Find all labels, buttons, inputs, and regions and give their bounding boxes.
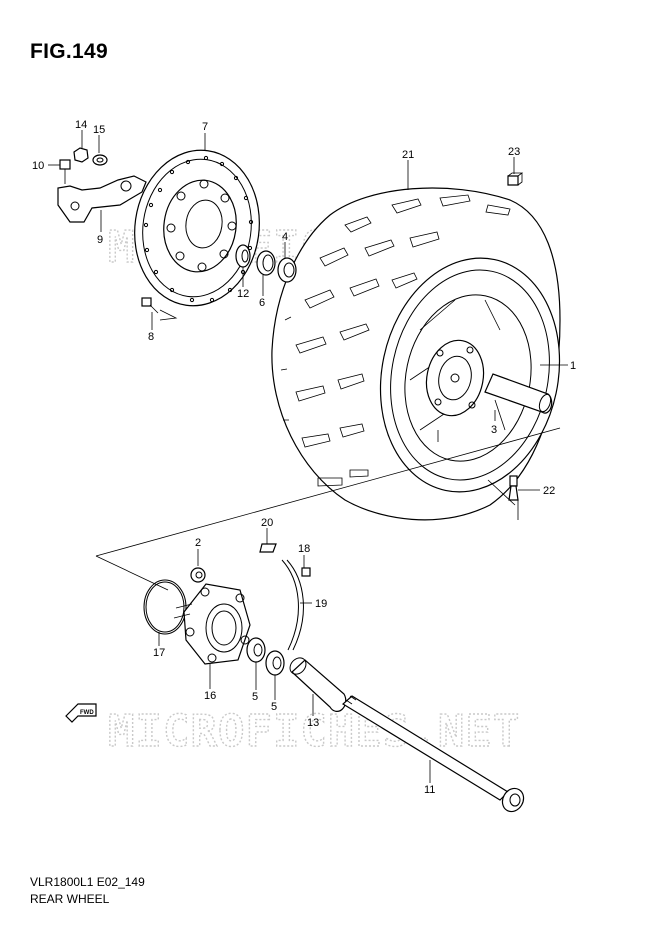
callout-6: 6 [259, 297, 265, 309]
tread-pattern [280, 194, 511, 487]
callout-8: 8 [148, 331, 154, 343]
callout-10: 10 [32, 160, 44, 172]
bearing-4 [277, 257, 297, 283]
callout-17: 17 [153, 647, 165, 659]
bolt-8 [141, 297, 159, 314]
washer-15 [92, 154, 108, 166]
callout-18: 18 [298, 543, 310, 555]
callout-4: 4 [282, 231, 288, 243]
callout-23: 23 [508, 146, 520, 158]
explode-lines [95, 309, 561, 591]
oil-seal-6 [256, 250, 276, 276]
nut-14 [73, 147, 89, 163]
bearing-5a [246, 637, 266, 663]
callout-labels: 1 2 3 4 5 5 6 7 8 9 10 11 12 13 14 15 16… [32, 119, 576, 796]
callout-15: 15 [93, 124, 105, 136]
rear-tire-21 [271, 187, 561, 521]
disc-drill-holes [143, 155, 254, 303]
callout-7: 7 [202, 121, 208, 133]
callout-21: 21 [402, 149, 414, 161]
callout-5b: 5 [271, 701, 277, 713]
callout-3: 3 [491, 424, 497, 436]
model-code: VLR1800L1 E02_149 [30, 875, 145, 889]
bearing-2 [190, 567, 206, 583]
callout-19: 19 [315, 598, 327, 610]
watermark-bottom: MICROFICHES.NET [108, 706, 520, 757]
callout-9: 9 [97, 234, 103, 246]
bearing-5b [265, 650, 285, 676]
callout-5a: 5 [252, 691, 258, 703]
washer-20 [259, 543, 277, 553]
o-ring-17 [143, 579, 187, 635]
fwd-arrow-icon: FWD [65, 703, 97, 723]
callout-12: 12 [237, 288, 249, 300]
callout-13: 13 [307, 717, 319, 729]
air-valve-22 [508, 475, 519, 501]
caliper-bracket-9 [57, 175, 147, 223]
callout-20: 20 [261, 517, 273, 529]
screw-18 [301, 567, 311, 577]
rear-axle-11 [341, 695, 525, 813]
fwd-label: FWD [80, 710, 94, 716]
callout-2: 2 [195, 537, 201, 549]
figure-caption: REAR WHEEL [30, 892, 110, 906]
callout-1: 1 [570, 360, 576, 372]
callout-14: 14 [75, 119, 87, 131]
callout-22: 22 [543, 485, 555, 497]
callout-11: 11 [424, 784, 435, 796]
brake-disc-7 [134, 149, 260, 307]
bolt-10 [59, 159, 71, 184]
bearing-12 [235, 244, 251, 268]
callout-leaders [48, 130, 568, 783]
balancer-weight-23 [507, 172, 524, 186]
callout-16: 16 [204, 690, 216, 702]
retainer-ring-19 [281, 559, 304, 651]
driven-flange-16 [173, 583, 251, 665]
spacer-13 [289, 657, 347, 712]
figure-label: FIG.149 [30, 40, 108, 63]
